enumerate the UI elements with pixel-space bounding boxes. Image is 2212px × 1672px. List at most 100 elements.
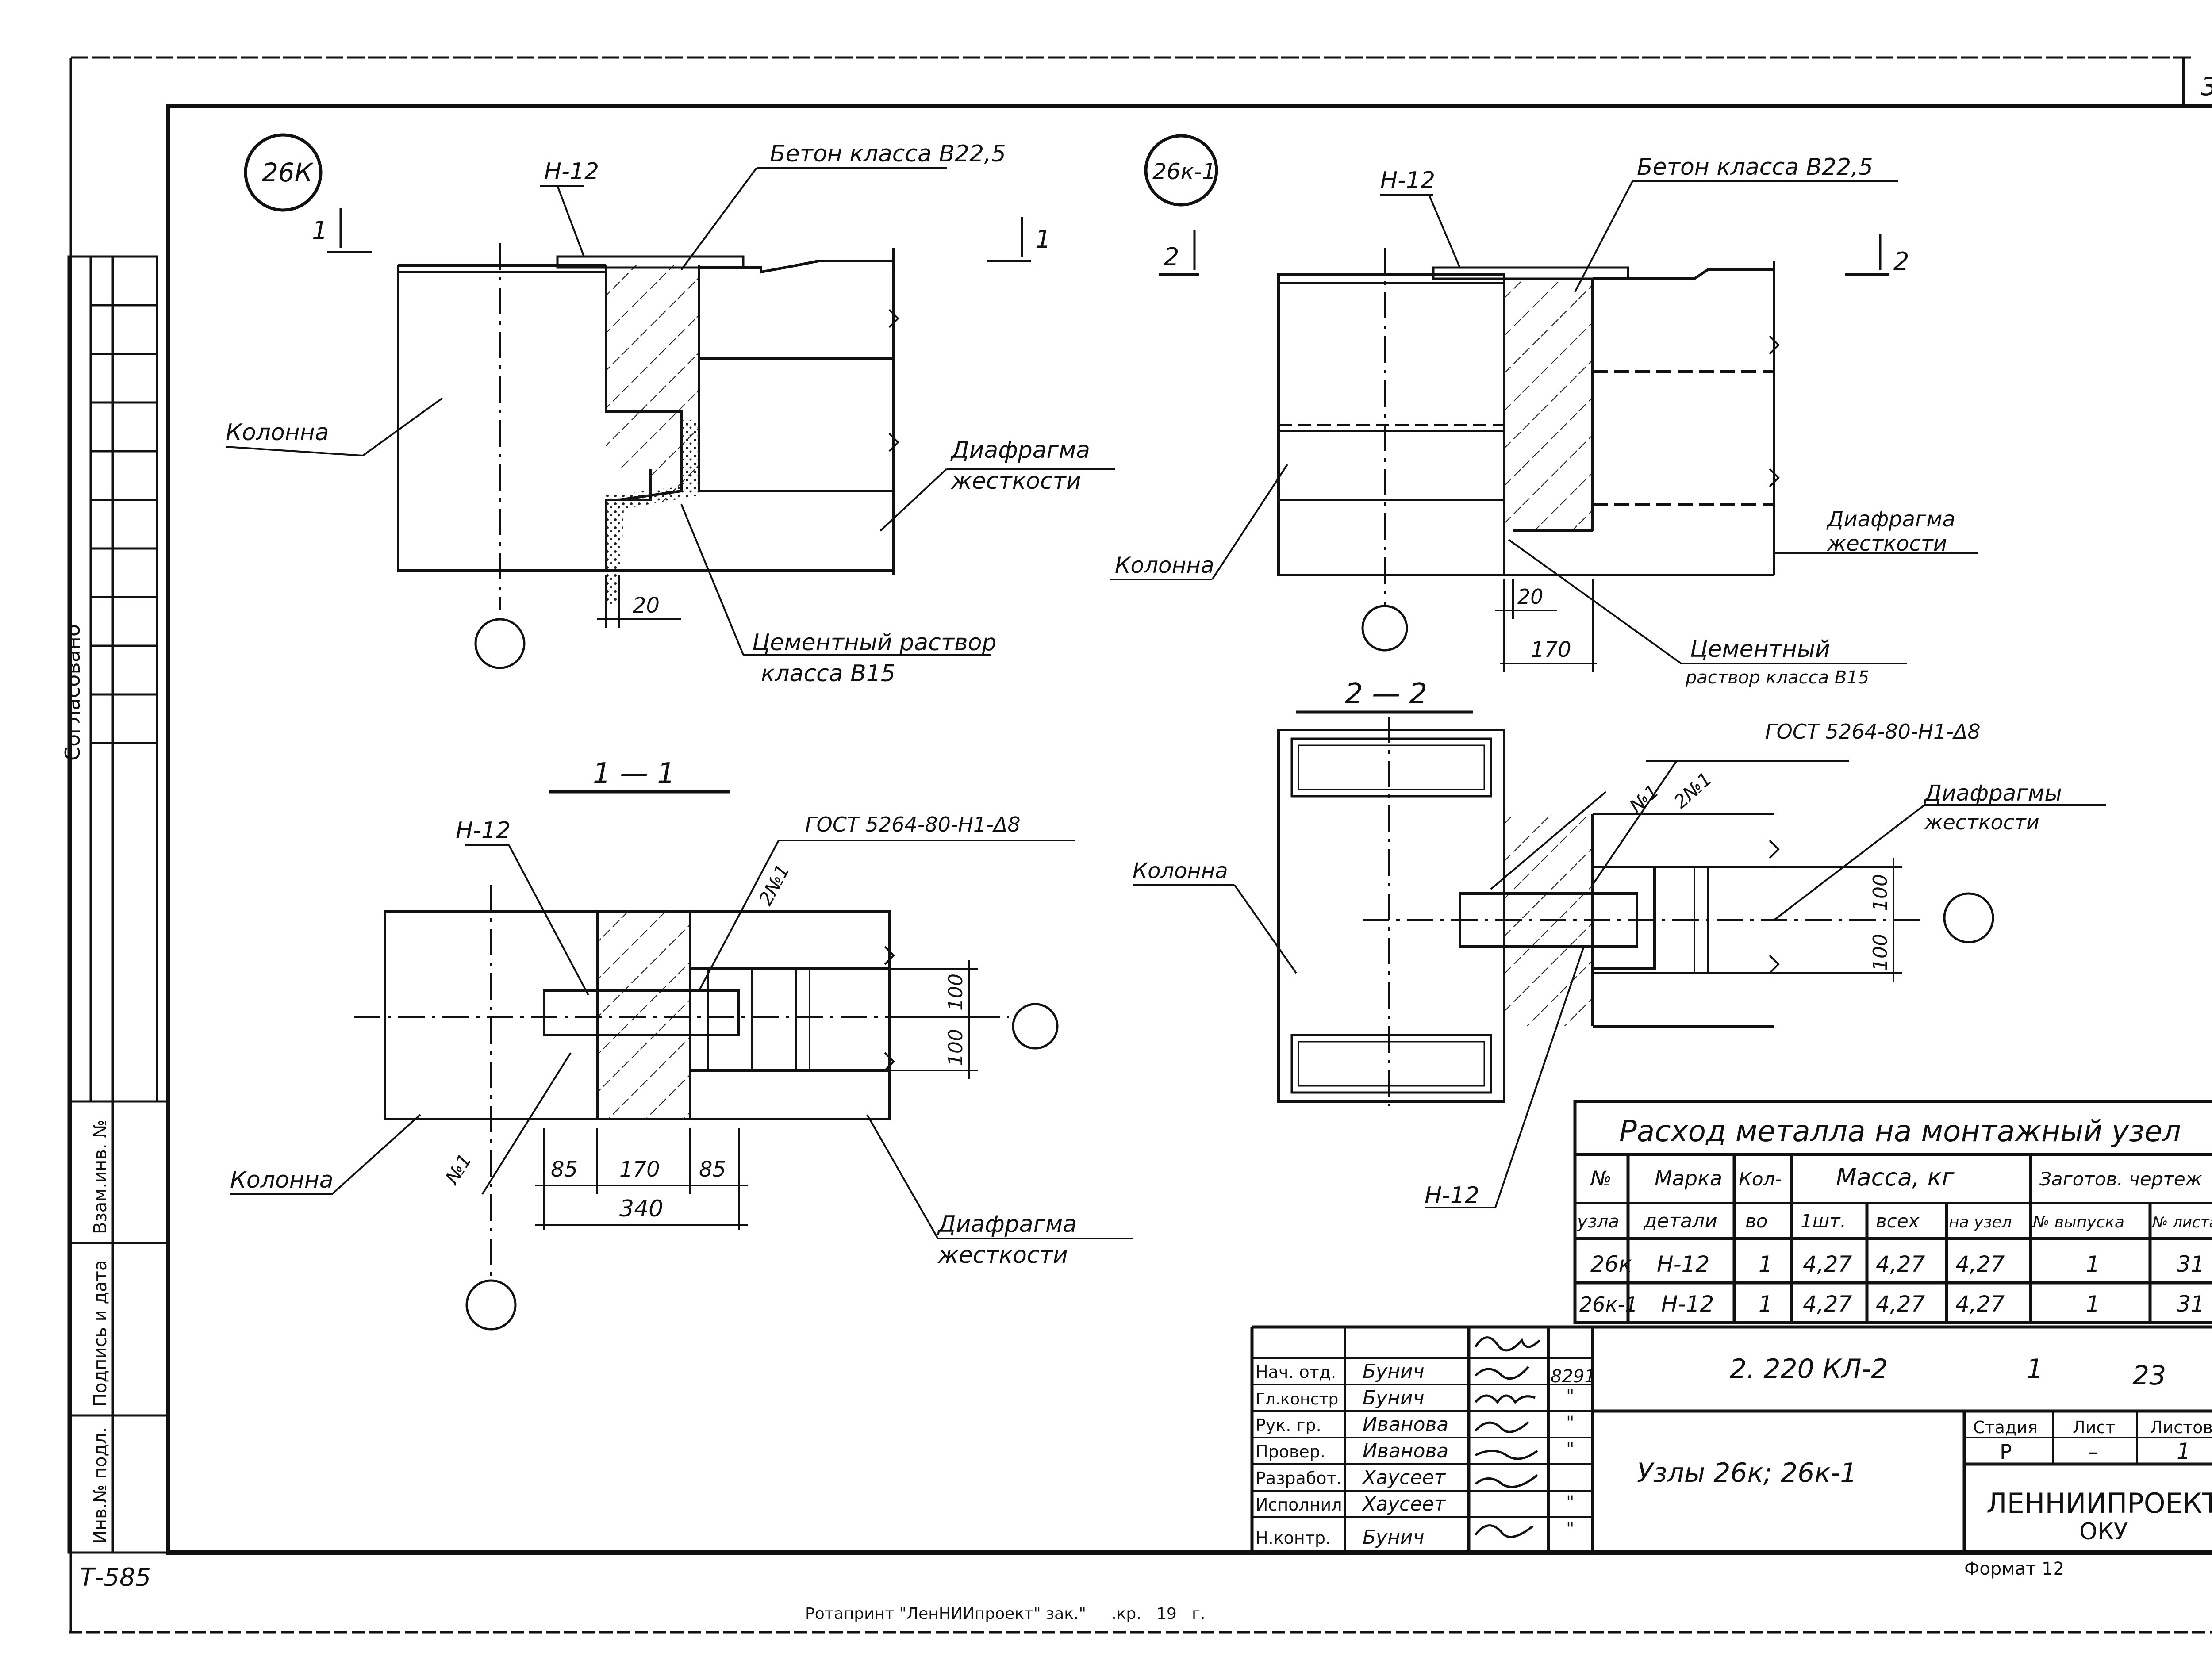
side-label-sign-date: Подпись и дата — [90, 1260, 111, 1407]
metal-table-header-blank-issue: № выпуска — [2032, 1213, 2124, 1231]
section-1-1-title: 1 — 1 — [593, 757, 675, 790]
staff-name: Иванова — [1363, 1440, 1448, 1462]
metal-table-header-blank-sheet: № листа — [2151, 1214, 2212, 1231]
title-block-ditto: " — [1566, 1413, 1574, 1433]
title-block-ditto: " — [1566, 1386, 1574, 1407]
section-2-2-title: 2 — 2 — [1345, 678, 1427, 710]
section-1-1-dim-right: 85 — [699, 1157, 726, 1182]
section-1-1-column-label: Колонна — [230, 1167, 334, 1193]
section-1-1-weld-count: 2№1 — [755, 861, 794, 909]
section-1-1-diaphragm-label-1: Диафрагма — [937, 1211, 1077, 1238]
staff-role: Нач. отд. — [1256, 1362, 1336, 1382]
section-1-1-dim-v2: 100 — [945, 1029, 967, 1066]
node-26k-marker: 26К — [262, 157, 314, 188]
node-26k1-column-label: Колонна — [1115, 552, 1214, 578]
section-1-1-dim-v1: 100 — [945, 974, 967, 1011]
print-note: Ротапринт "ЛенНИИпроект" зак." .кр. 19 г… — [805, 1605, 1206, 1623]
section-2-2-part-label: Н-12 — [1425, 1182, 1479, 1209]
node-26k-section-mark-left: 1 — [312, 216, 328, 245]
metal-table-row-all: 4,27 — [1876, 1291, 1925, 1317]
page-number: 39 — [2201, 73, 2212, 101]
title-block-stage-label: Стадия — [1973, 1418, 2038, 1437]
node-26k1-diaphragm-label-2: жесткости — [1827, 531, 1947, 556]
metal-table-row-per-node: 4,27 — [1955, 1251, 2005, 1277]
node-26k1-mortar-label-2: раствор класса В15 — [1685, 667, 1869, 688]
node-26k1-diaphragm-label-1: Диафрагма — [1826, 507, 1955, 532]
title-block-ditto: " — [1566, 1492, 1574, 1513]
section-1-1-part-label: Н-12 — [456, 817, 511, 844]
node-26k-column-label: Колонна — [226, 419, 329, 446]
metal-table-header-node: узла — [1577, 1212, 1619, 1232]
node-26k-part-label: Н-12 — [544, 158, 599, 185]
section-2-2-diaphragm-label-1: Диафрагмы — [1924, 780, 2062, 806]
node-26k-drawing — [225, 133, 1115, 669]
metal-table-row-all: 4,27 — [1876, 1251, 1925, 1277]
node-26k1-drawing — [1110, 134, 1978, 672]
metal-table-header-blank: Заготов. чертеж — [2039, 1168, 2202, 1190]
side-label-repl-inv: Взам.инв. № — [90, 1120, 111, 1234]
title-block-ditto: " — [1566, 1519, 1574, 1539]
section-2-2-weld-note: ГОСТ 5264-80-Н1-Δ8 — [1765, 720, 1981, 744]
node-26k1-dim-gap: 20 — [1517, 585, 1544, 609]
metal-table-header-mark: Марка — [1655, 1166, 1722, 1190]
title-block-org-name: ЛЕННИИПРОЕКТ — [1986, 1487, 2212, 1519]
node-26k1-part-label: Н-12 — [1380, 167, 1435, 194]
section-2-2-dim-v1: 100 — [1869, 874, 1892, 911]
staff-role: Разработ. — [1256, 1469, 1342, 1488]
node-26k1-section-mark-right: 2 — [1893, 247, 1909, 276]
section-1-1-drawing — [230, 790, 1133, 1331]
staff-role: Гл.констр — [1256, 1390, 1338, 1408]
title-block-sheet-value: – — [2088, 1440, 2098, 1464]
node-26k-diaphragm-label-2: жесткости — [951, 468, 1081, 495]
title-block-sheets-label: Листов — [2150, 1418, 2212, 1437]
side-label-agreed: Согласовано — [61, 624, 84, 761]
title-block-sheets-value: 1 — [2177, 1438, 2191, 1464]
metal-table-row-sheet: 31 — [2177, 1251, 2205, 1277]
staff-role: Провер. — [1256, 1442, 1325, 1461]
title-block-grid — [1250, 1325, 2212, 1553]
metal-table-row-node: 26к — [1590, 1251, 1632, 1277]
sheet-frame — [69, 56, 2212, 1634]
metal-table-row-per-node: 4,27 — [1955, 1291, 2005, 1317]
metal-table-row-issue: 1 — [2086, 1291, 2100, 1317]
section-1-1-weld-note: ГОСТ 5264-80-Н1-Δ8 — [805, 813, 1021, 836]
title-block-sheet-label: Лист — [2073, 1418, 2115, 1437]
metal-table-row-mark: Н-12 — [1657, 1251, 1709, 1277]
section-1-1-item-no: №1 — [441, 1150, 476, 1189]
metal-table-header-part: детали — [1643, 1210, 1717, 1232]
node-26k1-mortar-label-1: Цементный — [1690, 636, 1830, 663]
node-26k1-dim-width: 170 — [1531, 637, 1571, 662]
node-26k-diaphragm-label-1: Диафрагма — [950, 437, 1090, 464]
metal-table-row-qty: 1 — [1759, 1291, 1773, 1317]
metal-table-row-one: 4,27 — [1803, 1251, 1852, 1277]
node-26k1-concrete-label: Бетон класса В22,5 — [1637, 154, 1873, 180]
node-26k-concrete-label: Бетон класса В22,5 — [770, 141, 1006, 167]
section-1-1-dim-middle: 170 — [619, 1157, 660, 1182]
title-block-subject: Узлы 26к; 26к-1 — [1637, 1457, 1857, 1488]
staff-role: Рук. гр. — [1256, 1415, 1321, 1435]
node-26k1-marker: 26к-1 — [1152, 159, 1216, 184]
title-block-stage-value: Р — [2000, 1440, 2012, 1464]
metal-table-header-qty-1: Кол- — [1739, 1168, 1782, 1190]
staff-name: Хаусеет — [1362, 1493, 1446, 1515]
title-block-signatures — [1474, 1336, 1540, 1538]
section-2-2-item-no: №1 — [1624, 780, 1663, 818]
title-block-doc-code: 2. 220 КЛ-2 — [1730, 1354, 1888, 1384]
metal-table-header-mass-all: всех — [1876, 1210, 1920, 1232]
metal-table-header-mass-node: на узел — [1949, 1213, 2012, 1231]
metal-table-header-mass: Масса, кг — [1836, 1163, 1955, 1191]
staff-role: Н.контр. — [1256, 1528, 1331, 1548]
metal-table-grid — [1573, 1100, 2212, 1324]
metal-table-row-issue: 1 — [2086, 1251, 2100, 1277]
node-26k1-section-mark-left: 2 — [1164, 243, 1179, 272]
section-1-1-dim-left: 85 — [551, 1157, 578, 1182]
node-26k-mortar-label-2: класса В15 — [761, 660, 895, 687]
title-block-sheet-no: 23 — [2132, 1360, 2166, 1391]
section-2-2-weld-count: 2№1 — [1670, 768, 1716, 813]
metal-table-row-sheet: 31 — [2177, 1291, 2205, 1317]
title-block-date: 8291 — [1551, 1366, 1596, 1387]
section-1-1-dim-total: 340 — [619, 1196, 663, 1222]
title-block-ditto: " — [1566, 1439, 1574, 1460]
section-2-2-diaphragm-label-2: жесткости — [1924, 810, 2039, 834]
